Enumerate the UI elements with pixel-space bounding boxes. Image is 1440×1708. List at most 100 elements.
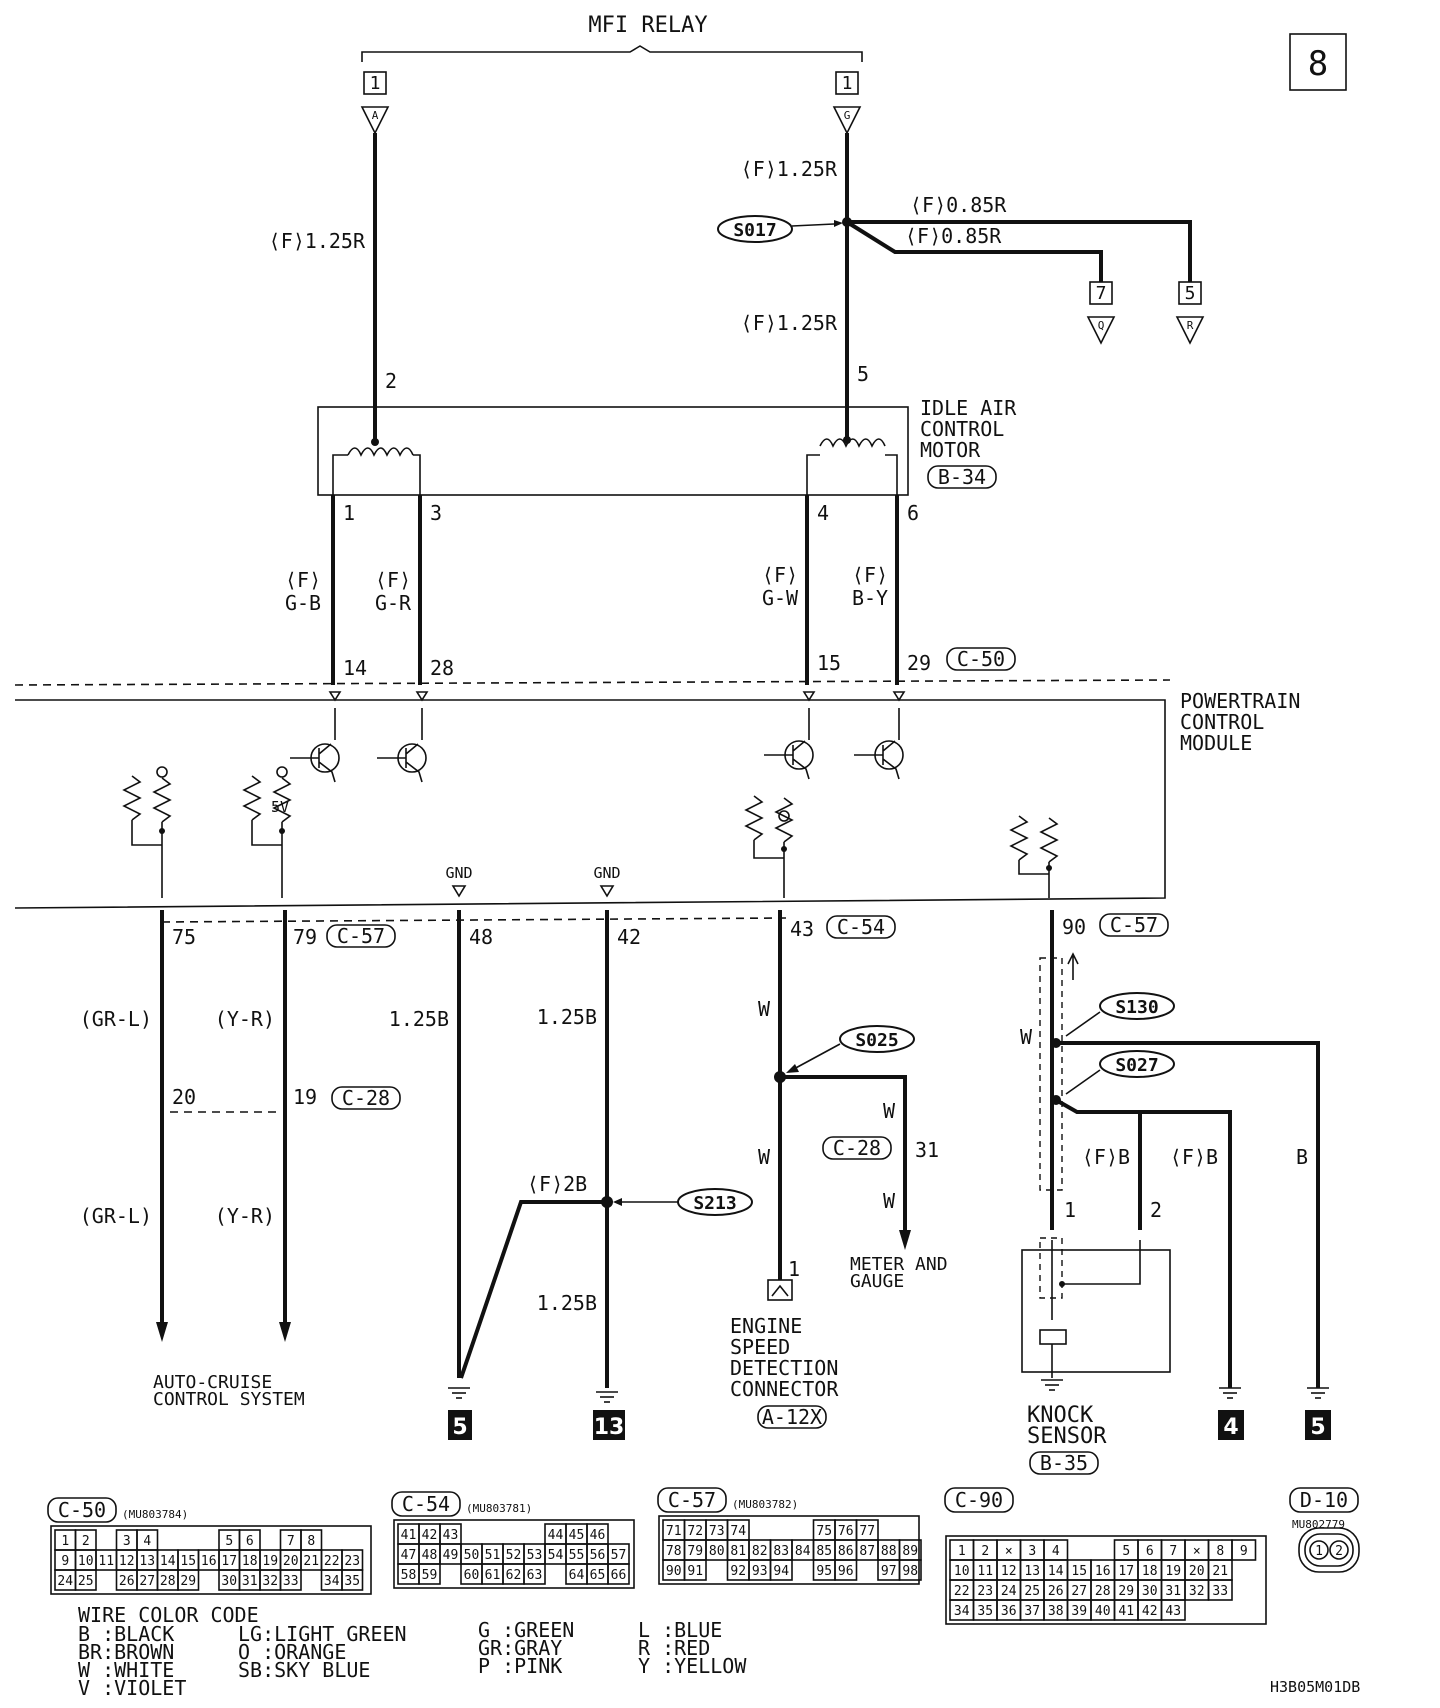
connector-pin: 39 (1071, 1604, 1087, 1619)
ground-symbol-4: 5 (1305, 1387, 1331, 1440)
pcm-label-line1: POWERTRAIN (1180, 689, 1300, 713)
esd-connector-pill (757, 1405, 827, 1429)
connector-pin: 33 (283, 1574, 299, 1589)
connector-pin: 86 (838, 1544, 854, 1559)
connector-part-number: MU802779 (1292, 1518, 1345, 1531)
connector-pin: 7 (287, 1534, 295, 1549)
connector-pin: 32 (1189, 1584, 1205, 1599)
connector-pin: 13 (139, 1554, 155, 1569)
connector-pin: 48 (422, 1548, 438, 1563)
pcm-transistor-2 (377, 691, 429, 783)
legend-b: B :BLACK (78, 1622, 174, 1646)
connector-pin: 22 (324, 1554, 340, 1569)
esd-label-line2: SPEED (730, 1335, 790, 1359)
wire-label-iac-3b: G-R (375, 591, 412, 615)
ground-symbol-1: 5 (448, 1387, 472, 1440)
connector-pin: 92 (730, 1564, 746, 1579)
legend-l: L :BLUE (638, 1618, 722, 1642)
connector-pin: 6 (1146, 1544, 1154, 1559)
splice-s130 (1099, 992, 1175, 1020)
ground-symbol-3: 4 (1218, 1387, 1244, 1440)
connector-pin: 34 (324, 1574, 340, 1589)
connector-pin: 44 (548, 1528, 564, 1543)
pcm-pin-79: 79 (293, 925, 317, 949)
wire-label-c75-lower: (GR-L) (80, 1204, 152, 1228)
svg-text:4: 4 (1223, 1415, 1238, 1440)
legend-title: WIRE COLOR CODE (78, 1603, 259, 1627)
connector-pin: 18 (242, 1554, 258, 1569)
svg-text:5: 5 (1185, 283, 1196, 304)
wire-label-g42: 1.25B (537, 1005, 597, 1029)
wire-label-iac-1b: G-B (285, 591, 321, 615)
connector-pin: 50 (464, 1548, 480, 1563)
connector-pin: 23 (977, 1584, 993, 1599)
pcm-pin-15: 15 (817, 651, 841, 675)
esd-pin-1: 1 (788, 1257, 800, 1281)
knock-label-line2: SENSOR (1027, 1424, 1107, 1449)
connector-pin: 66 (611, 1568, 627, 1583)
connector-pin: 38 (1048, 1604, 1064, 1619)
connector-pin: 85 (816, 1544, 832, 1559)
wire-label-w31-a: W (883, 1099, 896, 1123)
connector-pin: 26 (1048, 1584, 1064, 1599)
wire-label-w43: W (758, 997, 771, 1021)
pcm-pin-29: 29 (907, 651, 931, 675)
connector-pin: 28 (160, 1574, 176, 1589)
c28-pin-19: 19 (293, 1085, 317, 1109)
wire-label-w43-lower: W (758, 1145, 771, 1169)
wire-label-fb-2: ⟨F⟩B (1170, 1145, 1218, 1169)
meter-line2: GAUGE (850, 1271, 904, 1292)
splice-dot-s213 (601, 1196, 613, 1208)
wire-31 (780, 1075, 907, 1238)
pcm-pin-90: 90 (1062, 915, 1086, 939)
connector-pin: 11 (98, 1554, 114, 1569)
connector-pin: 35 (977, 1604, 993, 1619)
esd-connector: A-12X (762, 1405, 822, 1429)
splice-s017-pointer (791, 223, 835, 227)
knock-pin-1: 1 (1064, 1198, 1076, 1222)
connector-pin: 31 (242, 1574, 258, 1589)
wire-label-branch-1: ⟨F⟩0.85R (910, 193, 1007, 217)
connector-pin: 1 (1315, 1544, 1323, 1559)
connector-table-name: C-50 (58, 1498, 106, 1522)
connector-pin: 56 (590, 1548, 606, 1563)
legend-w: W :WHITE (78, 1658, 174, 1682)
svg-text:A: A (372, 109, 379, 122)
connector-pin: 40 (1095, 1604, 1111, 1619)
connector-table-name: D-10 (1300, 1488, 1348, 1512)
connector-pin: 89 (902, 1544, 918, 1559)
connector-pin: 20 (1189, 1564, 1205, 1579)
splice-s025 (839, 1025, 915, 1053)
wire-label-fb-1: ⟨F⟩B (1082, 1145, 1130, 1169)
connector-pin: 30 (1142, 1584, 1158, 1599)
connector-pin: 45 (569, 1528, 585, 1543)
pcm-c57b-connector: C-57 (1110, 913, 1158, 937)
svg-text:7: 7 (1096, 283, 1107, 304)
connector-pin: 23 (344, 1554, 360, 1569)
connector-pin: 75 (816, 1524, 832, 1539)
connector-pin: 25 (78, 1574, 94, 1589)
connector-pin: 77 (859, 1524, 875, 1539)
pcm-pin-43: 43 (790, 917, 814, 941)
connector-pin: 24 (1001, 1584, 1017, 1599)
wire-label-relay-left: ⟨F⟩1.25R (269, 229, 366, 253)
connector-pin: 8 (1216, 1544, 1224, 1559)
iac-pin-3: 3 (430, 501, 442, 525)
connector-pin: 78 (666, 1544, 682, 1559)
connector-pin: 9 (61, 1554, 69, 1569)
wire-label-iac-4a: ⟨F⟩ (762, 563, 798, 587)
connector-pin: 95 (816, 1564, 832, 1579)
connector-pin: 54 (548, 1548, 564, 1563)
connector-pin: 60 (464, 1568, 480, 1583)
c28-31-connector-pill (822, 1136, 892, 1160)
connector-pin: 64 (569, 1568, 585, 1583)
svg-text:1: 1 (842, 73, 853, 94)
svg-text:G: G (844, 109, 851, 122)
wire-splice-s213 (459, 1200, 607, 1379)
connector-pin: 63 (527, 1568, 543, 1583)
pcm-connector-dash-top (14, 679, 1171, 686)
connector-pin: 41 (1118, 1604, 1134, 1619)
